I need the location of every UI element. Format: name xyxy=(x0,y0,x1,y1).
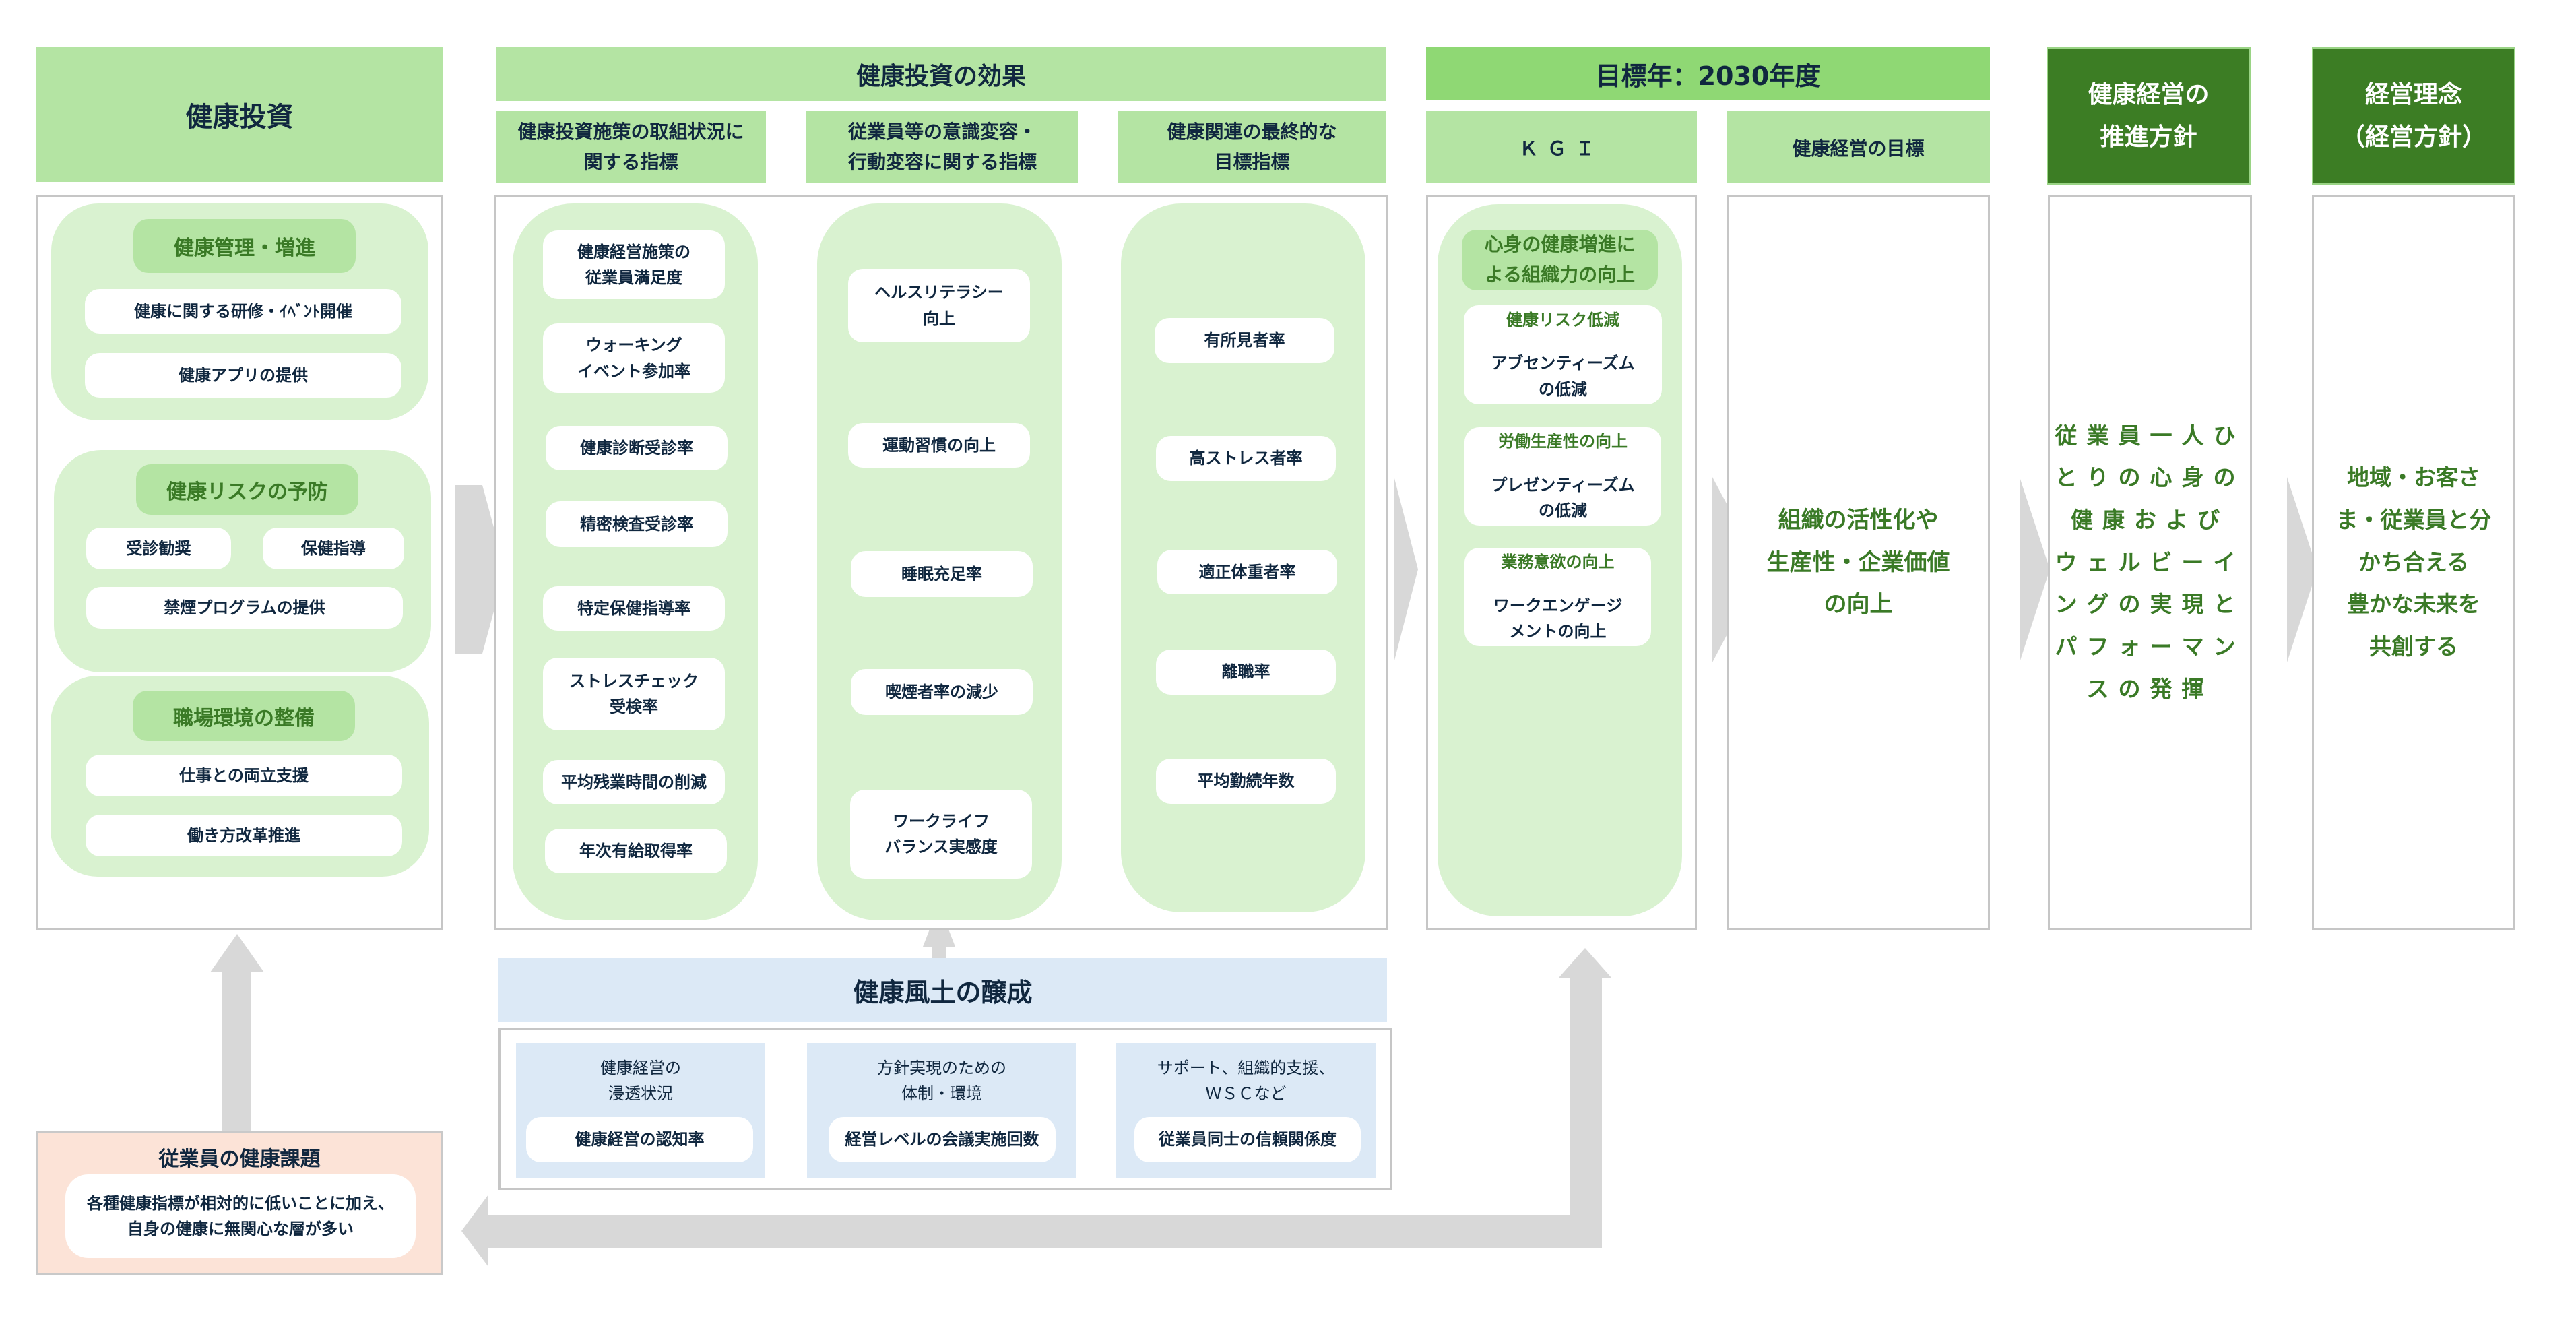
indicator-card: 年次有給取得率 xyxy=(545,829,727,873)
effects-panel-initiatives: 健康経営施策の 従業員満足度 ウォーキング イベント参加率 健康診断受診率 精密… xyxy=(513,203,758,920)
indicator-card: ストレスチェック 受検率 xyxy=(543,658,725,730)
indicator-card: ヘルスリテラシー 向上 xyxy=(848,269,1030,342)
indicator-card: 適正体重者率 xyxy=(1157,550,1337,594)
goal-frame: 組織の活性化や 生産性・企業価値 の向上 xyxy=(1727,195,1990,930)
kgi-item-card: 労働生産性の向上 プレゼンティーズム の低減 xyxy=(1464,427,1661,526)
indicator-card: ウォーキング イベント参加率 xyxy=(543,323,725,393)
effects-subheader-behavior: 従業員等の意識変容・ 行動変容に関する指標 xyxy=(806,111,1078,183)
chevron-arrow-4 xyxy=(1394,478,1418,660)
kgi-item-label: 健康リスク低減 xyxy=(1506,310,1619,329)
culture-indicator: 従業員同士の信頼関係度 xyxy=(1134,1117,1361,1162)
effects-header: 健康投資の効果 xyxy=(496,47,1386,101)
kgi-item-text: プレゼンティーズム の低減 xyxy=(1491,475,1635,521)
investment-group-risk-prevention: 健康リスクの予防 受診勧奨 保健指導 禁煙プログラムの提供 xyxy=(54,450,431,672)
philosophy-frame: 地域・お客さ ま・従業員と分 かち合える 豊かな未来を 共創する xyxy=(2312,195,2515,930)
culture-header: 健康風土の醸成 xyxy=(498,958,1387,1022)
loop-arrow-kgi xyxy=(461,948,1612,1267)
chevron-arrow-6 xyxy=(2020,477,2050,662)
culture-column-title: 健康経営の 浸透状況 xyxy=(600,1058,681,1103)
investment-group-workplace: 職場環境の整備 仕事との両立支援 働き方改革推進 xyxy=(51,676,429,877)
policy-header: 健康経営の 推進方針 xyxy=(2047,47,2251,185)
philosophy-header: 経営理念 （経営方針） xyxy=(2312,47,2515,185)
culture-indicator: 健康経営の認知率 xyxy=(526,1117,753,1162)
investment-group-health-management: 健康管理・増進 健康に関する研修・ｲﾍﾞﾝﾄ開催 健康アプリの提供 xyxy=(51,203,428,420)
group-title: 健康リスクの予防 xyxy=(136,464,358,515)
culture-column: 健康経営の 浸透状況 健康経営の認知率 xyxy=(516,1043,765,1178)
investment-header-label: 健康投資 xyxy=(185,102,294,133)
culture-column-title: 方針実現のための 体制・環境 xyxy=(877,1058,1006,1103)
chevron-arrow-7 xyxy=(2287,477,2317,662)
issue-header: 従業員の健康課題 xyxy=(158,1147,321,1171)
issue-box: 従業員の健康課題 各種健康指標が相対的に低いことに加え、 自身の健康に無関心な層… xyxy=(36,1131,443,1275)
investment-item: 受診勧奨 xyxy=(86,528,231,569)
culture-column: 方針実現のための 体制・環境 経営レベルの会議実施回数 xyxy=(807,1043,1076,1178)
indicator-card: 精密検査受診率 xyxy=(546,501,728,547)
kgi-panel: 心身の健康増進に よる組織力の向上 健康リスク低減 アブセンティーズム の低減 … xyxy=(1438,204,1682,916)
group-title: 健康管理・増進 xyxy=(133,219,356,273)
investment-item: 仕事との両立支援 xyxy=(86,755,402,796)
indicator-card: ワークライフ バランス実感度 xyxy=(850,790,1032,879)
up-arrow-issue xyxy=(210,934,264,1136)
kgi-item-card: 業務意欲の向上 ワークエンゲージ メントの向上 xyxy=(1464,548,1651,646)
indicator-card: 睡眠充足率 xyxy=(851,551,1033,597)
chevron-arrow-1 xyxy=(455,485,505,654)
kgi-item-card: 健康リスク低減 アブセンティーズム の低減 xyxy=(1464,305,1662,404)
effects-panel-final: 有所見者率 高ストレス者率 適正体重者率 離職率 平均勤続年数 xyxy=(1121,203,1365,912)
goal-text: 組織の活性化や 生産性・企業価値 の向上 xyxy=(1766,506,1950,619)
indicator-card: 健康診断受診率 xyxy=(546,426,728,470)
indicator-card: 平均残業時間の削減 xyxy=(543,760,725,804)
issue-text: 各種健康指標が相対的に低いことに加え、 自身の健康に無関心な層が多い xyxy=(65,1174,416,1258)
investment-item: 禁煙プログラムの提供 xyxy=(86,587,403,629)
group-title: 職場環境の整備 xyxy=(133,691,355,741)
culture-header-label: 健康風土の醸成 xyxy=(853,978,1033,1007)
effects-subheader-initiatives: 健康投資施策の取組状況に 関する指標 xyxy=(496,111,766,183)
indicator-card: 高ストレス者率 xyxy=(1156,436,1336,481)
indicator-card: 有所見者率 xyxy=(1155,318,1334,363)
investment-item: 保健指導 xyxy=(263,528,404,569)
indicator-card: 離職率 xyxy=(1156,650,1336,695)
goal-header: 健康経営の目標 xyxy=(1727,111,1990,183)
investment-item: 健康アプリの提供 xyxy=(85,353,401,398)
kgi-item-label: 業務意欲の向上 xyxy=(1501,552,1615,572)
indicator-card: 健康経営施策の 従業員満足度 xyxy=(543,230,725,299)
kgi-title: 心身の健康増進に よる組織力の向上 xyxy=(1462,230,1658,290)
indicator-card: 平均勤続年数 xyxy=(1156,759,1336,804)
effects-panel-behavior: ヘルスリテラシー 向上 運動習慣の向上 睡眠充足率 喫煙者率の減少 ワークライフ… xyxy=(817,203,1062,920)
kgi-item-label: 労働生産性の向上 xyxy=(1498,432,1628,451)
effects-header-label: 健康投資の効果 xyxy=(856,63,1026,90)
indicator-card: 特定保健指導率 xyxy=(543,586,725,631)
kgi-item-text: ワークエンゲージ メントの向上 xyxy=(1493,596,1623,641)
indicator-card: 運動習慣の向上 xyxy=(848,423,1030,468)
investment-item: 働き方改革推進 xyxy=(86,815,402,856)
culture-column-title: サポート、組織的支援、 ＷＳＣなど xyxy=(1157,1058,1335,1103)
investment-item: 健康に関する研修・ｲﾍﾞﾝﾄ開催 xyxy=(85,289,401,334)
policy-text: 従業員一人ひ とりの心身の 健康および ウェルビーイ ングの実現と パフォーマン… xyxy=(2055,422,2245,702)
philosophy-text: 地域・お客さ ま・従業員と分 かち合える 豊かな未来を 共創する xyxy=(2336,464,2492,660)
culture-column: サポート、組織的支援、 ＷＳＣなど 従業員同士の信頼関係度 xyxy=(1116,1043,1376,1178)
target-year-label: 目標年：2030年度 xyxy=(1595,61,1821,91)
policy-frame: 従業員一人ひ とりの心身の 健康および ウェルビーイ ングの実現と パフォーマン… xyxy=(2048,195,2252,930)
effects-subheader-final: 健康関連の最終的な 目標指標 xyxy=(1118,111,1386,183)
target-year-header: 目標年：2030年度 xyxy=(1426,47,1990,100)
investment-header: 健康投資 xyxy=(36,47,443,182)
kgi-item-text: アブセンティーズム の低減 xyxy=(1491,354,1635,399)
culture-indicator: 経営レベルの会議実施回数 xyxy=(829,1117,1056,1162)
indicator-card: 喫煙者率の減少 xyxy=(851,669,1033,715)
kgi-header: ＫＧＩ xyxy=(1426,111,1697,183)
